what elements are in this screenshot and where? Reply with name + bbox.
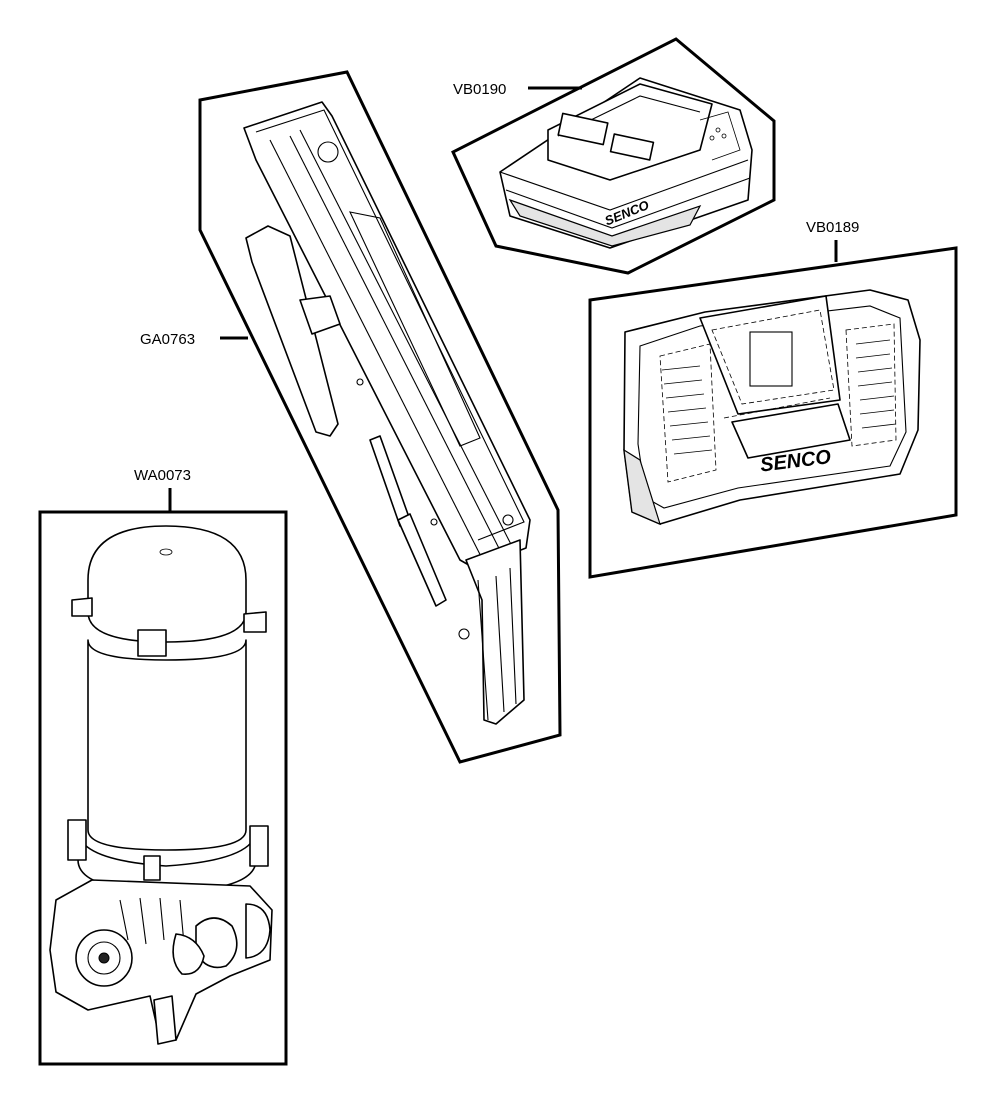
magazine-illustration xyxy=(243,101,531,725)
magazine-part-label: GA0763 xyxy=(140,331,195,348)
battery-frame xyxy=(451,37,776,275)
battery-illustration: SENCO xyxy=(499,77,753,249)
battery-part-label: VB0190 xyxy=(453,81,506,98)
motor-part-label: WA0073 xyxy=(134,467,191,484)
magazine-frame xyxy=(198,70,562,764)
motor-callout: WA0073 xyxy=(38,467,288,1066)
motor-frame xyxy=(38,510,288,1066)
motor-illustration xyxy=(49,525,273,1045)
charger-part-label: VB0189 xyxy=(806,219,859,236)
charger-frame xyxy=(588,246,958,579)
battery-callout: VB0190 SENCO xyxy=(451,37,776,275)
magazine-callout: GA0763 xyxy=(140,70,562,764)
charger-illustration: SENCO xyxy=(623,289,921,526)
charger-callout: VB0189 SENCO xyxy=(588,219,958,579)
